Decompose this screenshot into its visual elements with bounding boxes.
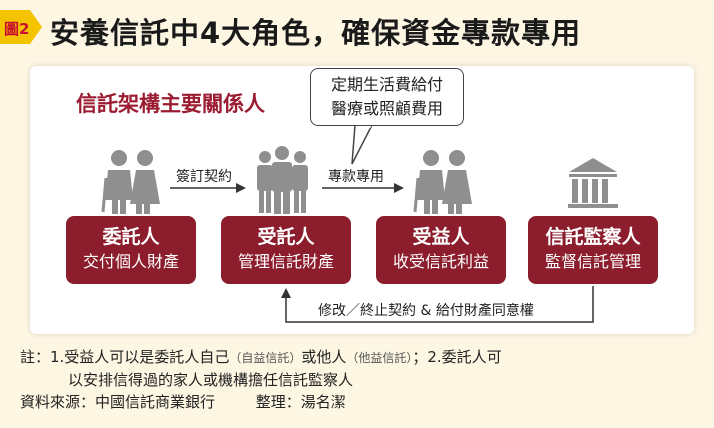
role-trustee-desc: 管理信託財產 [237,252,334,271]
role-beneficiary-title: 受益人 [412,226,470,248]
role-settlor-title: 委託人 [102,226,160,248]
bank-building-icon [568,158,618,208]
footnote-part-e: ；2.委託人可 [412,348,502,366]
footnote-part-c: 或他人 [301,348,347,366]
role-settlor: 委託人 交付個人財產 [66,216,196,284]
section-title: 信託架構主要關係人 [76,92,265,116]
role-trustee-title: 受託人 [257,226,315,248]
figure-tag: 圖2 [0,10,42,44]
arrow-contract [170,183,246,193]
role-supervisor-title: 信託監察人 [545,226,641,248]
role-settlor-desc: 交付個人財產 [82,252,179,271]
source-line: 資料來源：中國信託商業銀行 整理：湯名潔 [20,391,502,413]
footnote-line-1: 註：1.受益人可以是委託人自己（自益信託）或他人（他益信託）；2.委託人可 [20,346,502,369]
arrow-label-dedicated: 專款專用 [328,169,384,185]
callout-line-1: 定期生活費給付 [330,75,443,94]
source-text: 資料來源：中國信託商業銀行 [20,393,216,411]
footnotes: 註：1.受益人可以是委託人自己（自益信託）或他人（他益信託）；2.委託人可 以安… [20,346,502,413]
main-title: 安養信託中4大角色，確保資金專款專用 [50,16,582,50]
arrow-label-contract: 簽訂契約 [176,169,232,185]
benefit-callout: 定期生活費給付 醫療或照顧費用 [310,68,464,126]
role-trustee: 受託人 管理信託財產 [221,216,351,284]
editor-text: 整理：湯名潔 [255,393,346,411]
role-beneficiary: 受益人 收受信託利益 [376,216,506,284]
footnote-line-2: 以安排信得過的家人或機構擔任信託監察人 [68,371,354,389]
footnote-part-d: （他益信託） [346,351,413,365]
role-beneficiary-desc: 收受信託利益 [392,252,489,271]
arrow-feedback [281,286,594,323]
figure-tag-shape [0,10,42,44]
trustee-figures-icon [257,146,308,214]
arrow-dedicated [322,183,404,193]
beneficiary-figures-icon [413,150,472,214]
role-supervisor-desc: 監督信託管理 [544,252,641,271]
role-supervisor: 信託監察人 監督信託管理 [528,216,658,284]
settlor-figures-icon [101,150,160,214]
callout-tail [351,124,374,165]
footnote-part-b: （自益信託） [229,351,302,365]
arrow-label-feedback: 修改／終止契約 & 給付財產同意權 [318,303,534,319]
footnote-part-a: 註：1.受益人可以是委託人自己 [20,348,230,366]
callout-line-2: 醫療或照顧費用 [330,99,443,118]
figure-tag-label: 圖2 [4,20,30,38]
